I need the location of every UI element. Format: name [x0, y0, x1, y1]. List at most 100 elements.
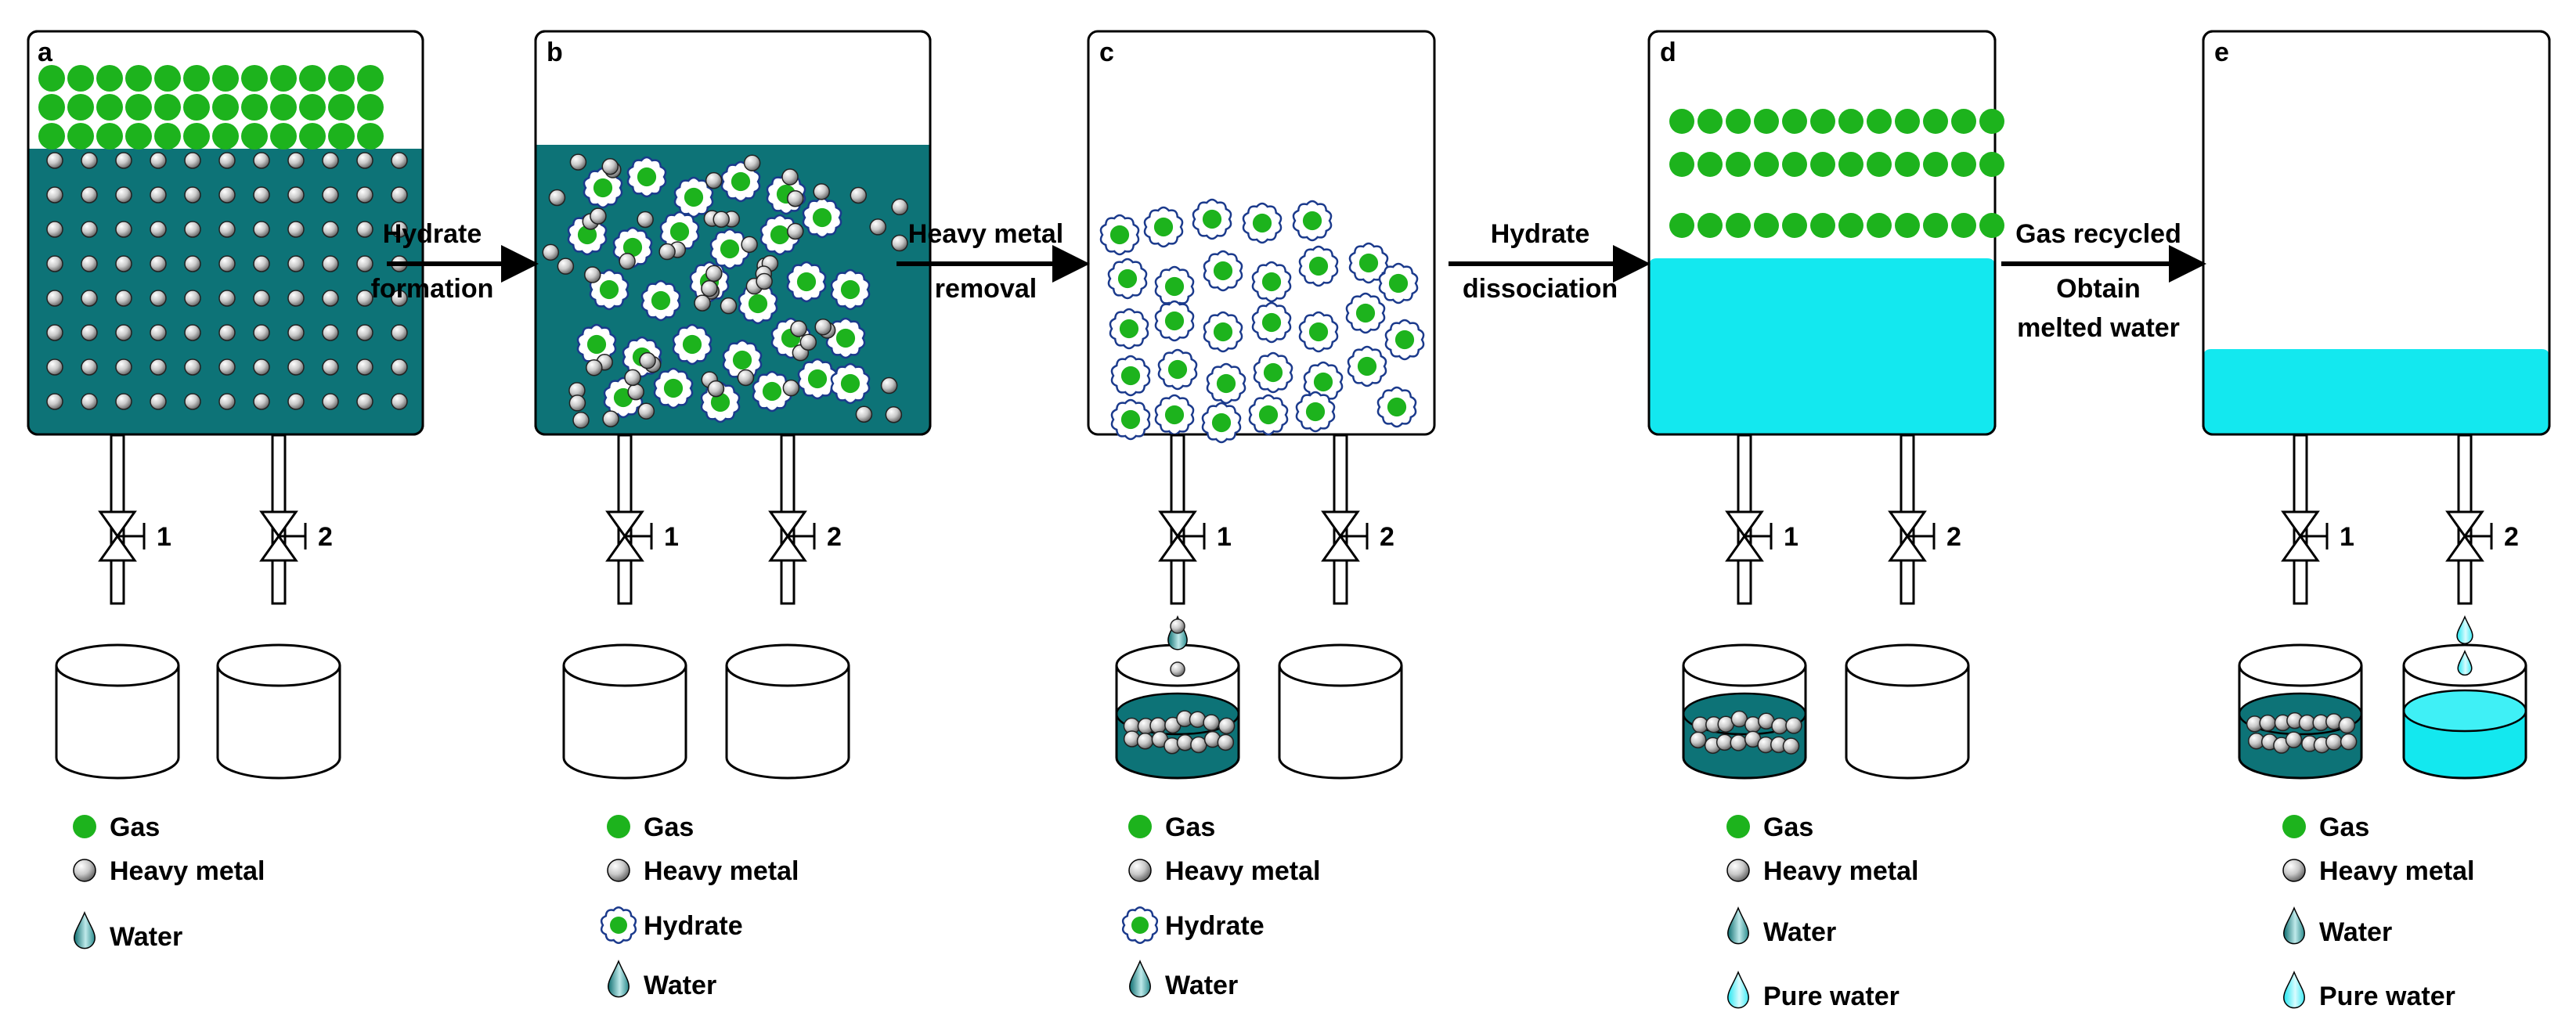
heavy-metal-particle: [356, 324, 373, 341]
heavy-metal-particle: [1203, 714, 1220, 731]
valve-number: 2: [1380, 522, 1394, 552]
gas-bubble: [1726, 213, 1751, 238]
valve-number: 1: [1784, 522, 1799, 552]
hydrate-particle: [1201, 402, 1242, 444]
heavy-metal-particle: [150, 324, 167, 341]
hydrate-particle: [1248, 394, 1289, 436]
gas-bubble: [1782, 152, 1807, 177]
valve-number: 2: [318, 522, 333, 552]
heavy-metal-icon: [1128, 859, 1152, 882]
legend-label: Gas: [1165, 812, 1215, 842]
water-icon: [1129, 960, 1151, 998]
beaker: [216, 643, 341, 780]
gas-bubble: [328, 94, 355, 121]
gas-bubble: [1867, 213, 1892, 238]
water-drop: [2457, 650, 2473, 676]
heavy-metal-particle: [756, 272, 773, 290]
gas-bubble: [357, 123, 384, 150]
heavy-metal-particle: [572, 412, 590, 429]
valve-2: 2: [1888, 434, 1961, 605]
heavy-metal-particle: [81, 358, 98, 376]
heavy-metal-particle: [115, 152, 132, 169]
gas-bubble: [183, 65, 210, 92]
heavy-metal-icon: [607, 859, 630, 882]
hydrate-particle: [1295, 391, 1336, 433]
heavy-metal-particle: [322, 324, 339, 341]
arrow-label-below: formation: [371, 274, 494, 304]
heavy-metal-particle: [391, 393, 408, 410]
water-icon: [74, 911, 96, 949]
heavy-metal-particle: [790, 320, 807, 337]
gas-bubble: [1838, 109, 1863, 134]
heavy-metal-particle: [637, 402, 655, 420]
heavy-metal-particle: [218, 186, 236, 204]
heavy-metal-particle: [1218, 717, 1236, 735]
heavy-metal-particle: [81, 255, 98, 272]
gas-bubble: [96, 123, 123, 150]
heavy-metal-particle: [891, 234, 908, 252]
heavy-metal-particle: [150, 186, 167, 204]
legend-label: Gas: [2319, 812, 2369, 842]
valve-1: 1: [1158, 434, 1232, 605]
heavy-metal-particle: [850, 186, 868, 204]
gas-bubble: [357, 65, 384, 92]
gas-bubble: [1697, 152, 1723, 177]
gas-bubble: [1669, 213, 1694, 238]
valve-2: 2: [2445, 434, 2519, 605]
heavy-metal-particle: [737, 369, 755, 387]
hydrate-particle: [1154, 265, 1195, 308]
gas-icon: [1726, 815, 1750, 838]
heavy-metal-particle: [46, 221, 63, 238]
hydrate-particle: [1157, 348, 1198, 391]
heavy-metal-particle: [46, 255, 63, 272]
legend-label: Water: [2319, 917, 2392, 947]
heavy-metal-particle: [81, 152, 98, 169]
gas-bubble: [1697, 109, 1723, 134]
gas-bubble: [67, 123, 94, 150]
gas-bubble: [328, 123, 355, 150]
heavy-metal-particle: [1170, 661, 1185, 677]
heavy-metal-particle: [707, 380, 725, 398]
heavy-metal-particle: [391, 324, 408, 341]
valve-number: 2: [827, 522, 842, 552]
valve-number: 2: [2504, 522, 2519, 552]
heavy-metal-particle: [1771, 717, 1788, 735]
valve-1: 1: [98, 434, 171, 605]
gas-bubble: [125, 123, 152, 150]
heavy-metal-particle: [356, 255, 373, 272]
heavy-metal-particle: [568, 395, 586, 412]
heavy-metal-particle: [287, 221, 305, 238]
heavy-metal-particle: [46, 393, 63, 410]
heavy-metal-particle: [150, 393, 167, 410]
hydrate-particle: [589, 268, 630, 311]
heavy-metal-particle: [590, 207, 607, 225]
legend-label: Pure water: [2319, 982, 2455, 1011]
heavy-metal-particle: [869, 218, 886, 236]
heavy-metal-particle: [741, 236, 758, 254]
gas-bubble: [96, 94, 123, 121]
heavy-metal-particle: [1782, 737, 1800, 755]
heavy-metal-particle: [184, 186, 201, 204]
hydrate-particle: [673, 176, 714, 218]
hydrate-icon: [600, 906, 637, 944]
metal-particles: [46, 152, 408, 410]
valve-number: 2: [1946, 522, 1961, 552]
heavy-metal-particle: [287, 324, 305, 341]
heavy-metal-particle: [115, 358, 132, 376]
heavy-metal-particle: [694, 294, 711, 312]
panel-d: d: [1647, 30, 2004, 436]
heavy-metal-particle: [787, 222, 804, 240]
heavy-metal-particle: [891, 198, 908, 216]
heavy-metal-particle: [46, 324, 63, 341]
heavy-metal-particle: [2259, 714, 2276, 732]
beaker: [1845, 643, 1970, 780]
legend-label: Heavy metal: [110, 856, 265, 886]
heavy-metal-particle: [81, 290, 98, 307]
heavy-metal-particle: [218, 393, 236, 410]
legend-label: Gas: [1763, 812, 1813, 842]
heavy-metal-particle: [1730, 734, 1747, 751]
gas-bubble: [1726, 152, 1751, 177]
legend-label: Water: [644, 971, 716, 1000]
hydrate-particle: [1298, 311, 1339, 353]
